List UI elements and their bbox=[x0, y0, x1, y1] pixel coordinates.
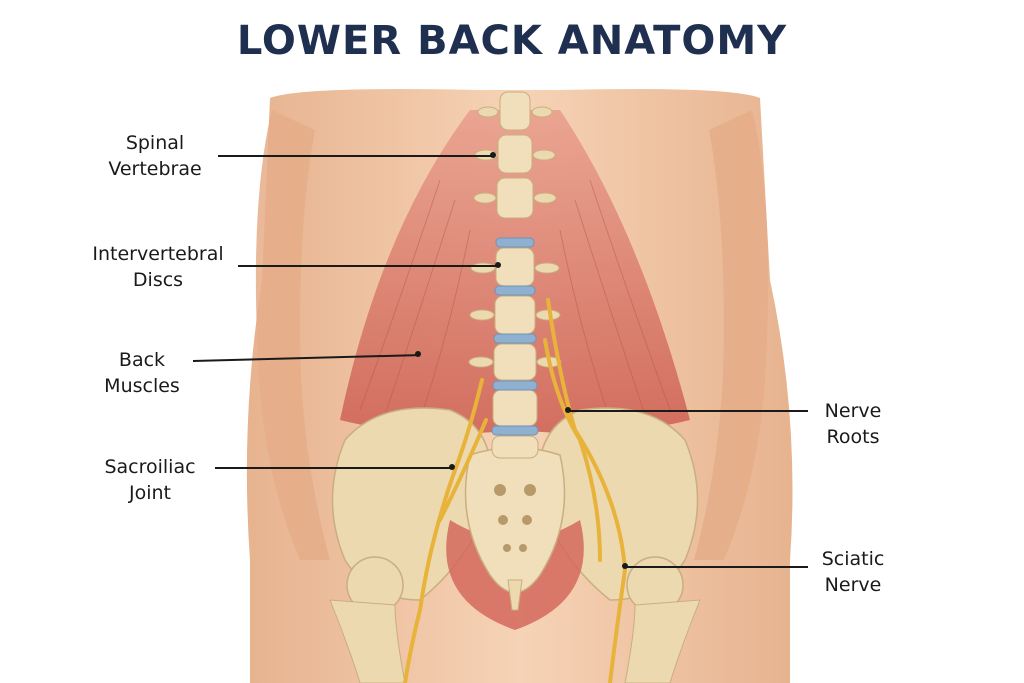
label-line: Intervertebral bbox=[92, 243, 224, 265]
label-line: Nerve bbox=[824, 400, 882, 422]
label-line: Nerve bbox=[824, 574, 882, 596]
left-arm bbox=[255, 110, 330, 560]
leader-sciatic-nerve bbox=[625, 566, 808, 568]
leader-dot bbox=[449, 464, 455, 470]
leader-nerve-roots bbox=[568, 410, 808, 412]
coccyx bbox=[507, 579, 523, 611]
label-line: Back bbox=[118, 349, 166, 371]
label-line: Muscles bbox=[104, 375, 180, 397]
leader-dot bbox=[622, 563, 628, 569]
label-line: Sacroiliac bbox=[104, 456, 196, 478]
label-intervertebral-discs: Intervertebral Discs bbox=[78, 241, 238, 293]
label-line: Roots bbox=[826, 426, 880, 448]
label-sciatic-nerve: Sciatic Nerve bbox=[808, 546, 898, 598]
leader-dot bbox=[415, 351, 421, 357]
nerves bbox=[403, 298, 628, 683]
leader-spinal-vertebrae bbox=[218, 155, 493, 157]
intervertebral-discs bbox=[491, 237, 539, 436]
leader-sacroiliac-joint bbox=[215, 467, 452, 469]
label-line: Spinal bbox=[125, 132, 185, 154]
label-line: Joint bbox=[129, 482, 171, 504]
leader-dot bbox=[565, 407, 571, 413]
label-line: Vertebrae bbox=[108, 158, 202, 180]
label-line: Sciatic bbox=[821, 548, 885, 570]
leader-dot bbox=[490, 152, 496, 158]
label-sacroiliac-joint: Sacroiliac Joint bbox=[85, 454, 215, 506]
diagram-title: LOWER BACK ANATOMY bbox=[236, 18, 788, 64]
label-back-muscles: Back Muscles bbox=[92, 347, 192, 399]
vertebral-column bbox=[491, 91, 539, 459]
leader-dot bbox=[495, 262, 501, 268]
leader-intervertebral-discs bbox=[238, 265, 498, 267]
label-spinal-vertebrae: Spinal Vertebrae bbox=[95, 130, 215, 182]
label-line: Discs bbox=[132, 269, 184, 291]
label-nerve-roots: Nerve Roots bbox=[808, 398, 898, 450]
right-arm bbox=[694, 110, 769, 560]
